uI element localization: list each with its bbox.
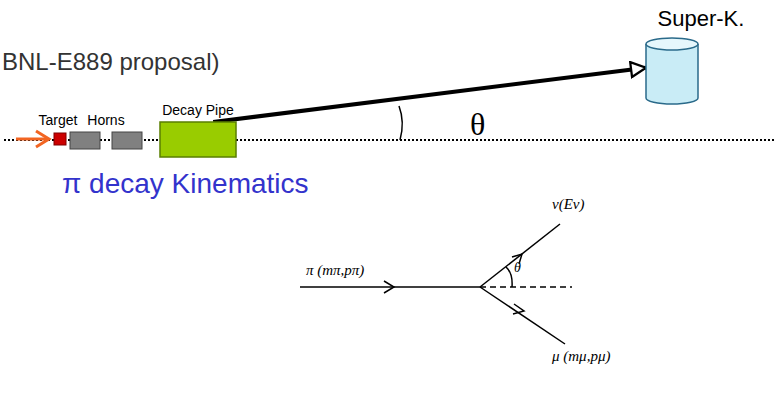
- horn-boxes: Horns: [68, 112, 144, 150]
- detector-cylinder: Super-K.: [626, 6, 776, 106]
- angle-symbol: θ: [470, 106, 485, 143]
- angle-symbol: θ: [514, 260, 521, 276]
- cylinder-body: [646, 44, 698, 104]
- decay-pipe: Decay Pipe: [158, 102, 238, 158]
- horn-block: [70, 132, 100, 149]
- proposal-note: BNL-E889 proposal): [2, 48, 219, 76]
- proton-arrow: [16, 131, 49, 147]
- node-label: Target: [34, 112, 82, 128]
- node-label: Super-K.: [626, 6, 776, 32]
- pion-label: π (mπ,pπ): [306, 262, 364, 279]
- neutrino-label: ν(Eν): [552, 196, 584, 213]
- horn-block: [112, 132, 142, 149]
- kinematics-figure: [300, 224, 572, 344]
- target-block: [54, 133, 66, 145]
- angle-arc: [399, 106, 402, 140]
- beam-line: [213, 68, 646, 122]
- section-heading: π decay Kinematics: [62, 168, 309, 200]
- cylinder-top: [646, 38, 698, 50]
- muon-label: μ (mμ,pμ): [552, 348, 610, 365]
- node-label: Horns: [68, 112, 144, 128]
- pipe-body: [160, 122, 236, 157]
- node-label: Decay Pipe: [158, 102, 238, 118]
